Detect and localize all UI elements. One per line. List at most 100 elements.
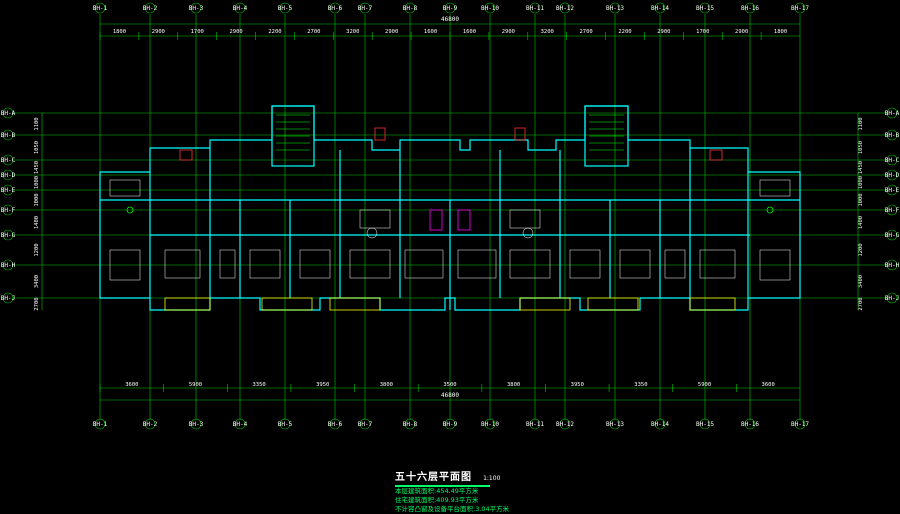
bottom-dimension: 3350 [252, 382, 265, 388]
top-dimension: 2900 [152, 29, 165, 35]
axis-bubbles: BH-1BH-1BH-2BH-2BH-3BH-3BH-4BH-4BH-5BH-5… [1, 2, 900, 430]
axis-bubble-left [2, 229, 14, 241]
axis-label: BH-14 [651, 5, 669, 12]
axis-label: BH-12 [556, 421, 574, 428]
axis-label: BH-8 [403, 421, 418, 428]
axis-bubble-bottom [699, 418, 711, 430]
axis-bubble-left [2, 107, 14, 119]
overall-dimension-top: 46800 [441, 16, 459, 23]
bottom-dimension: 3950 [316, 382, 329, 388]
right-dimension: 1400 [858, 216, 864, 229]
axis-bubble-bottom [359, 418, 371, 430]
axis-label: BH-F [885, 207, 900, 214]
axis-bubble-top [744, 2, 756, 14]
axis-label: BH-7 [358, 5, 373, 12]
axis-label: BH-8 [403, 5, 418, 12]
axis-bubble-top [654, 2, 666, 14]
balconies [164, 297, 736, 311]
axis-label: BH-3 [189, 5, 204, 12]
axis-label: BH-1 [93, 421, 108, 428]
axis-label: BH-A [1, 110, 16, 117]
axis-bubble-bottom [529, 418, 541, 430]
axis-bubble-right [886, 169, 898, 181]
axis-label: BH-15 [696, 421, 714, 428]
axis-bubble-top [190, 2, 202, 14]
axis-label: BH-10 [481, 421, 499, 428]
axis-label: BH-17 [791, 5, 809, 12]
axis-bubble-bottom [744, 418, 756, 430]
axis-label: BH-A [885, 110, 900, 117]
top-dimension: 1700 [696, 29, 709, 35]
top-dimension: 2700 [579, 29, 592, 35]
left-dimension: 3400 [34, 275, 40, 288]
axis-label: BH-J [885, 295, 899, 302]
area-note-1: 本层建筑面积:454.49平方米 [395, 487, 479, 495]
bottom-dimension: 5900 [698, 382, 711, 388]
axis-bubble-left [2, 292, 14, 304]
axis-bubble-top [699, 2, 711, 14]
axis-bubble-bottom [144, 418, 156, 430]
axis-label: BH-2 [143, 421, 158, 428]
axis-bubble-left [2, 184, 14, 196]
axis-bubble-top [359, 2, 371, 14]
axis-label: BH-6 [328, 5, 343, 12]
axis-label: BH-5 [278, 5, 293, 12]
axis-bubble-top [144, 2, 156, 14]
axis-bubble-bottom [279, 418, 291, 430]
axis-bubble-bottom [444, 418, 456, 430]
overall-dimension-bottom: 46800 [441, 392, 459, 399]
right-dimension: 1100 [858, 117, 864, 130]
top-dimension: 2200 [618, 29, 631, 35]
axis-bubble-top [794, 2, 806, 14]
right-dimension: 2700 [858, 297, 864, 310]
axis-label: BH-E [1, 187, 16, 194]
axis-bubble-right [886, 292, 898, 304]
top-dimension: 1700 [191, 29, 204, 35]
axis-label: BH-15 [696, 5, 714, 12]
axis-bubble-bottom [234, 418, 246, 430]
left-dimension: 1100 [34, 117, 40, 130]
axis-label: BH-13 [606, 5, 624, 12]
axis-label: BH-H [885, 262, 900, 269]
axis-label: BH-G [885, 232, 900, 239]
axis-label: BH-4 [233, 421, 248, 428]
bottom-dimension: 3800 [380, 382, 393, 388]
axis-label: BH-E [885, 187, 900, 194]
axis-label: BH-17 [791, 421, 809, 428]
axis-bubble-top [329, 2, 341, 14]
axis-label: BH-4 [233, 5, 248, 12]
axis-label: BH-10 [481, 5, 499, 12]
axis-label: BH-12 [556, 5, 574, 12]
top-dimension: 1800 [113, 29, 126, 35]
axis-bubble-right [886, 204, 898, 216]
left-dimension: 2700 [34, 297, 40, 310]
axis-bubble-top [404, 2, 416, 14]
top-dimension: 1600 [424, 29, 437, 35]
left-dimension: 1000 [34, 193, 40, 206]
axis-label: BH-3 [189, 421, 204, 428]
axis-label: BH-C [1, 157, 16, 164]
axis-bubble-bottom [94, 418, 106, 430]
axis-label: BH-7 [358, 421, 373, 428]
axis-bubble-top [609, 2, 621, 14]
axis-label: BH-F [1, 207, 16, 214]
bottom-dimension: 3800 [507, 382, 520, 388]
right-dimension: 3400 [858, 275, 864, 288]
axis-bubble-top [484, 2, 496, 14]
top-dimension: 2900 [502, 29, 515, 35]
axis-bubble-top [444, 2, 456, 14]
bottom-dimension: 3350 [634, 382, 647, 388]
axis-label: BH-H [1, 262, 16, 269]
axis-label: BH-B [885, 132, 900, 139]
axis-label: BH-9 [443, 421, 458, 428]
axis-bubble-bottom [794, 418, 806, 430]
top-dimension: 2700 [307, 29, 320, 35]
stair-icon [276, 114, 624, 151]
right-dimension: 1000 [858, 193, 864, 206]
axis-bubble-left [2, 154, 14, 166]
left-dimension: 1450 [34, 161, 40, 174]
axis-bubble-left [2, 169, 14, 181]
axis-bubble-left [2, 204, 14, 216]
top-dimension: 1800 [774, 29, 787, 35]
